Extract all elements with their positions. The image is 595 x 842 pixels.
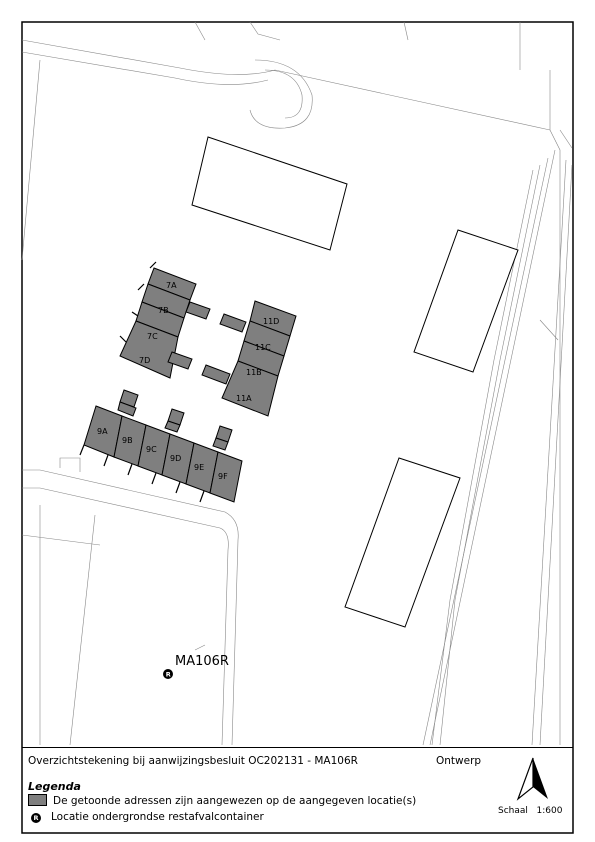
unit-label-9a: 9A xyxy=(97,427,108,436)
scale-label: Schaal xyxy=(498,806,528,816)
legend-title: Legenda xyxy=(28,780,81,793)
map-title: Overzichtstekening bij aanwijzingsbeslui… xyxy=(28,755,358,767)
north-arrow-icon xyxy=(516,757,548,801)
r-circle-icon xyxy=(163,669,173,679)
unit-label-7d: 7D xyxy=(139,356,150,365)
legend-item-container: R Locatie ondergrondse restafvalcontainer xyxy=(28,811,264,823)
status-label: Ontwerp xyxy=(436,755,482,767)
unit-label-9c: 9C xyxy=(146,445,157,454)
unit-label-11d: 11D xyxy=(263,317,279,326)
legend-item-label: Locatie ondergrondse restafvalcontainer xyxy=(51,811,264,823)
scale-value: 1:600 xyxy=(536,806,563,816)
unit-label-11b: 11B xyxy=(246,368,262,377)
legend-panel: Overzichtstekening bij aanwijzingsbeslui… xyxy=(22,747,573,834)
container-marker: R MA106R xyxy=(163,654,229,679)
block-ticks xyxy=(79,261,205,503)
unit-label-9d: 9D xyxy=(170,454,181,463)
container-marker-label: MA106R xyxy=(175,654,229,669)
r-circle-letter: R xyxy=(166,671,171,679)
scale-indicator: Schaal 1:600 xyxy=(498,806,562,816)
building-blocks xyxy=(83,267,297,503)
r-circle-icon: R xyxy=(31,813,41,823)
unit-labels: 7A 7B 7C 7D 11D 11C 11B 11A 9A 9B 9C 9D … xyxy=(97,281,279,481)
street-lines xyxy=(21,21,573,746)
map-frame xyxy=(21,21,574,834)
legend-item-addresses: De getoonde adressen zijn aangewezen op … xyxy=(28,794,416,807)
unit-label-11c: 11C xyxy=(255,343,271,352)
unit-label-7b: 7B xyxy=(158,306,169,315)
unit-label-7a: 7A xyxy=(166,281,177,290)
unit-label-9f: 9F xyxy=(218,472,228,481)
unit-label-7c: 7C xyxy=(147,332,158,341)
unit-label-11a: 11A xyxy=(236,394,252,403)
large-buildings xyxy=(191,136,519,628)
unit-label-9e: 9E xyxy=(194,463,204,472)
grey-swatch-icon xyxy=(28,794,47,806)
unit-label-9b: 9B xyxy=(122,436,133,445)
legend-item-label: De getoonde adressen zijn aangewezen op … xyxy=(53,795,417,807)
